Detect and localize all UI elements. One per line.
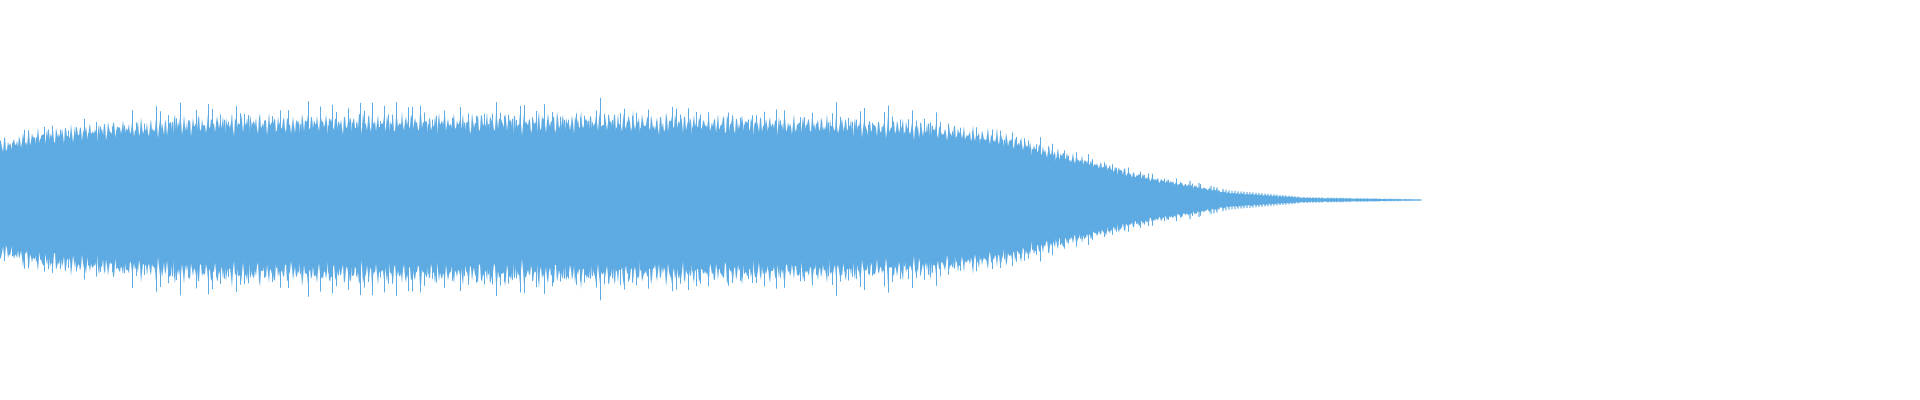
waveform-body [0,110,1421,290]
waveform-transient-spikes [0,97,1217,301]
waveform-tail-dots [1189,180,1422,220]
